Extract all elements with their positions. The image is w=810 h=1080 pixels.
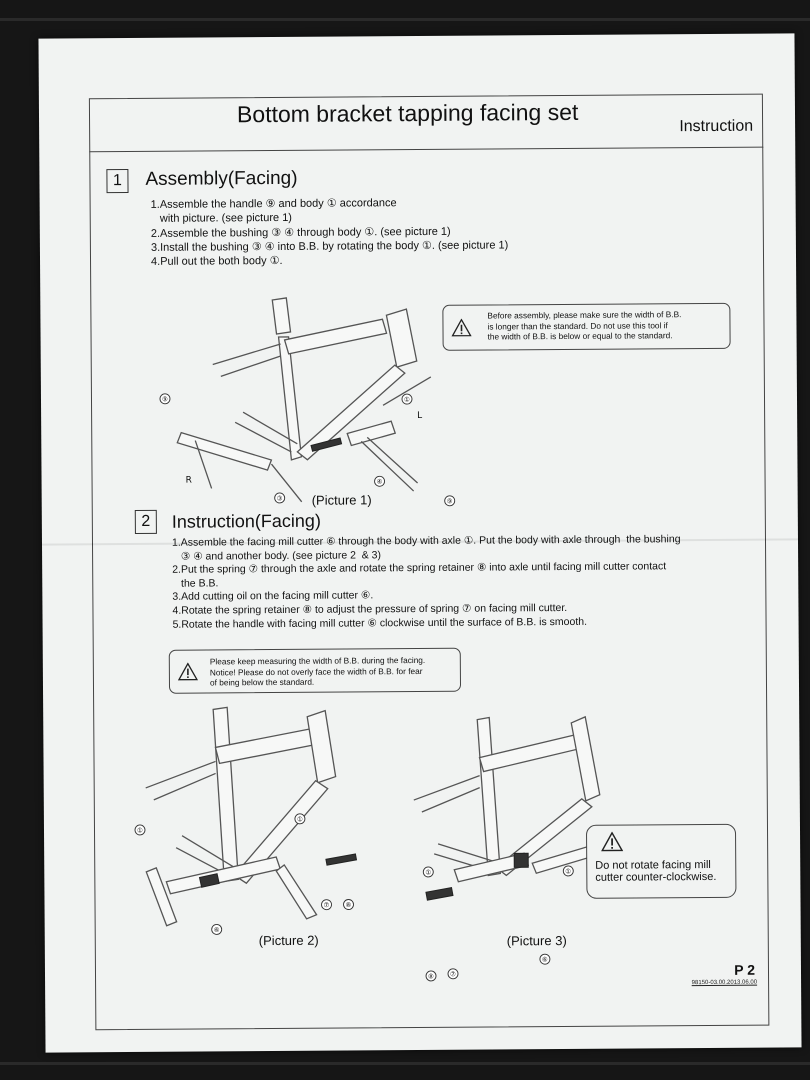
callout-cutter: ⑥	[211, 923, 223, 935]
page-title: Bottom bracket tapping facing set	[236, 98, 579, 128]
svg-text:⑨: ⑨	[162, 395, 168, 403]
callout-bushing-b: ④	[374, 475, 386, 487]
section1-number: 1	[106, 169, 129, 194]
seat-tube	[277, 336, 303, 461]
warning-box-facing: Please keep measuring the width of B.B. …	[168, 647, 462, 694]
seat-stay	[212, 343, 281, 378]
svg-text:③: ③	[277, 494, 283, 502]
head-tube	[306, 709, 337, 784]
picture3-diagram: ① ① ⑥ ⑧ ⑦	[413, 715, 601, 982]
head-tube	[385, 308, 418, 368]
warning-line: Please keep measuring the width of B.B. …	[209, 654, 426, 667]
label-right: R	[186, 476, 192, 486]
warning-icon	[451, 318, 472, 337]
warning-icon	[177, 662, 198, 681]
section2-steps: 1.Assemble the facing mill cutter ⑥ thro…	[172, 533, 681, 632]
handle-right	[360, 436, 419, 492]
leader-bottom	[270, 463, 303, 503]
body-right	[346, 420, 397, 447]
facing-cutter	[513, 852, 529, 868]
callout-retainer: ⑧	[343, 899, 354, 910]
picture2-diagram: ① ① ⑥ ⑦ ⑧	[134, 706, 358, 935]
warning-icon	[601, 831, 624, 852]
callout-handle: ⑨	[159, 393, 171, 405]
section1-steps: 1.Assemble the handle ⑨ and body ① accor…	[151, 195, 509, 269]
seat-stay	[145, 760, 216, 801]
handle-bar	[176, 431, 273, 471]
svg-text:①: ①	[297, 815, 303, 823]
section2-title: Instruction(Facing)	[171, 510, 321, 532]
svg-text:⑨: ⑨	[447, 497, 453, 505]
warning-line: Notice! Please do not overly face the wi…	[209, 665, 423, 677]
instruction-sheet: Bottom bracket tapping facing set Instru…	[38, 33, 802, 1053]
document-code: 98150-03.00.2013.06.00	[691, 979, 758, 987]
picture1-diagram: ⑨ ① ④ ③ ⑨ L R	[159, 297, 456, 507]
svg-text:①: ①	[565, 867, 571, 875]
svg-text:①: ①	[425, 868, 431, 876]
picture2-caption: (Picture 2)	[258, 932, 319, 949]
chain-stay	[234, 411, 298, 453]
callout-retainer: ⑧	[425, 970, 437, 982]
section2-number: 2	[134, 509, 157, 534]
svg-text:⑥: ⑥	[214, 926, 220, 934]
leader-left	[194, 440, 213, 489]
seat-stay	[413, 774, 480, 813]
svg-text:①: ①	[404, 396, 410, 404]
svg-text:①: ①	[137, 826, 143, 834]
seat-tube	[212, 706, 240, 883]
picture1-caption: (Picture 1)	[311, 492, 372, 508]
label-left: L	[417, 411, 422, 421]
warning-line: of being below the standard.	[209, 676, 315, 688]
callout-spring: ⑦	[321, 899, 332, 911]
callout-bushing-a: ③	[274, 492, 286, 504]
spring	[425, 887, 454, 901]
page-number: P 2	[734, 961, 756, 978]
warning-line: Before assembly, please make sure the wi…	[487, 309, 682, 321]
callout-handle-2: ⑨	[444, 495, 456, 507]
callout-body-2: ①	[294, 813, 306, 825]
head-tube	[570, 715, 601, 802]
axle-thread	[310, 437, 343, 452]
picture3-caption: (Picture 3)	[506, 932, 567, 949]
leader-right	[382, 376, 432, 406]
top-tube	[214, 725, 327, 765]
callout-body: ①	[134, 824, 146, 836]
top-tube	[283, 318, 388, 355]
section1-title: Assembly(Facing)	[145, 167, 298, 190]
warning-line: cutter counter-clockwise.	[595, 870, 717, 884]
instruction-label: Instruction	[679, 117, 754, 136]
callout-body: ①	[401, 393, 413, 405]
seat-tube	[476, 716, 501, 877]
callout-cutter: ⑥	[539, 953, 551, 965]
top-tube	[478, 732, 589, 773]
callout-body: ①	[422, 866, 434, 878]
spring	[325, 853, 358, 866]
section1-step: 4.Pull out the both body ①.	[150, 255, 283, 269]
warning-line: Do not rotate facing mill	[595, 858, 711, 872]
svg-text:⑧: ⑧	[345, 901, 351, 909]
svg-text:⑦: ⑦	[450, 970, 456, 978]
down-tube	[233, 779, 329, 885]
warning-line: the width of B.B. is below or equal to t…	[487, 330, 673, 342]
svg-text:⑥: ⑥	[542, 956, 548, 964]
warning-box-rotation: Do not rotate facing mill cutter counter…	[585, 823, 737, 899]
handle-bar-left	[145, 866, 178, 927]
callout-body-2: ①	[562, 865, 574, 877]
down-tube	[296, 364, 406, 461]
facing-cutter	[198, 873, 220, 888]
handle-bar-right	[275, 864, 318, 920]
callout-spring: ⑦	[447, 968, 459, 980]
svg-text:④: ④	[377, 478, 383, 486]
svg-text:⑧: ⑧	[428, 972, 434, 980]
warning-box-width: Before assembly, please make sure the wi…	[442, 302, 731, 351]
section1-step: 3.Install the bushing ③ ④ into B.B. by r…	[150, 239, 509, 254]
seat-post	[271, 297, 292, 335]
svg-text:⑦: ⑦	[323, 901, 329, 909]
